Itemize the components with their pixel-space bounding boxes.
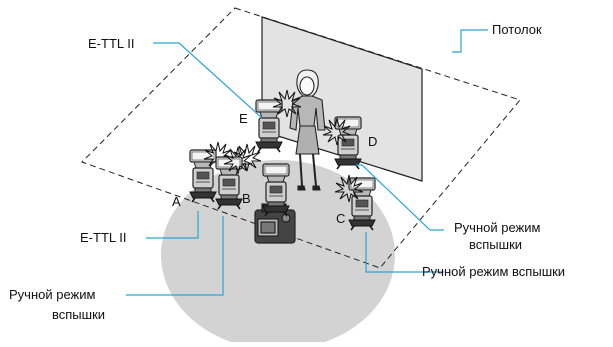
flash-letter-d: D: [368, 134, 377, 149]
manual-d-label-1: Ручной режим: [454, 220, 541, 235]
flash-letter-c: C: [336, 211, 345, 226]
manual-left-label-1: Ручной режим: [9, 287, 96, 302]
flash-letter-e: E: [239, 111, 248, 126]
leader-ettl-top: [153, 42, 263, 119]
ettl-left-label: E-TTL II: [80, 230, 127, 245]
model-figure: [289, 69, 326, 191]
flash-c-icon: [348, 177, 376, 231]
leader-manual-left: [126, 216, 224, 296]
manual-c-label: Ручной режим вспышки: [422, 264, 566, 279]
ettl-top-label: E-TTL II: [88, 36, 135, 51]
flash-letter-b: B: [242, 191, 251, 206]
flash-b-icon: [215, 156, 243, 210]
manual-d-label-2: вспышки: [469, 237, 523, 252]
flash-e-icon: [255, 99, 283, 153]
camera-flash: [262, 163, 290, 217]
leader-ettl-left: [146, 211, 199, 239]
leader-manual-c: [365, 232, 444, 273]
leader-manual-d: [356, 164, 444, 231]
flash-letter-a: A: [172, 194, 181, 209]
manual-left-label-2: вспышки: [52, 307, 106, 322]
ceiling-label: Потолок: [492, 22, 542, 37]
leader-ceiling: [452, 29, 488, 53]
flash-a-icon: [189, 149, 217, 203]
